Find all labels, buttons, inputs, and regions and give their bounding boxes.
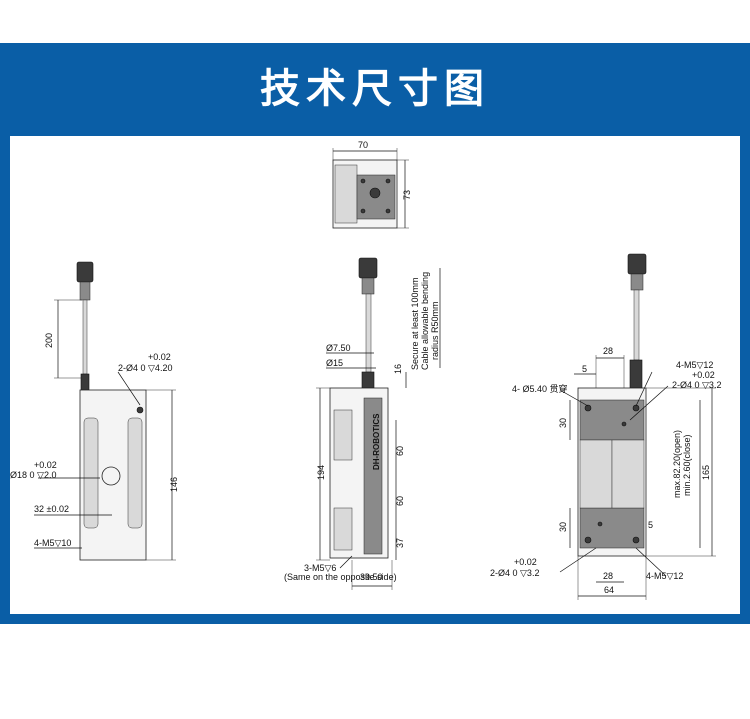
left-cable-len-dim: 200: [44, 333, 54, 348]
mid-note-line1: Secure at least 100mm: [410, 277, 420, 370]
left-cable-gland: [80, 373, 90, 391]
mid-connector-nut: [361, 277, 375, 295]
top-view: [332, 148, 409, 229]
left-connector-nut: [79, 281, 91, 301]
right-view: [559, 253, 716, 600]
right-mid-right: [611, 439, 645, 509]
top-view-hole: [360, 178, 366, 184]
left-hole-tol: +0.02: [148, 352, 171, 362]
right-bot-tol: +0.02: [514, 557, 537, 567]
right-thru-hole: [584, 404, 592, 412]
left-bore-label: Ø18 0 ▽2.0: [10, 470, 56, 480]
mid-cable: [365, 293, 372, 373]
right-top-width: 28: [603, 346, 613, 356]
left-connector: [76, 261, 94, 283]
top-view-hole: [385, 208, 391, 214]
right-pin-hole: [621, 421, 627, 427]
right-height-dim: 165: [701, 465, 711, 480]
mid-length-dim: 194: [316, 465, 326, 480]
mid-end-dim: 37: [395, 538, 405, 548]
middle-view: [316, 257, 441, 590]
top-view-hole: [360, 208, 366, 214]
left-length-dim: 146: [169, 477, 179, 492]
mid-screw-label: 3-M5▽6: [304, 563, 336, 573]
right-pin-hole: [597, 521, 603, 527]
mid-finger-upper: [333, 409, 353, 461]
right-connector: [627, 253, 647, 275]
right-thru-hole: [584, 536, 592, 544]
right-width-dim: 64: [604, 585, 614, 595]
right-stroke-open: max.82.20(open): [672, 430, 682, 498]
right-bot-label: 2-Ø4 0 ▽3.2: [490, 568, 539, 578]
right-thread-bot: 4-M5▽12: [646, 571, 683, 581]
title-banner: 技术尺寸图: [0, 43, 750, 136]
left-bore-tol: +0.02: [34, 460, 57, 470]
right-stroke-close: min.2.60(close): [682, 434, 692, 496]
right-top-offset: 5: [582, 364, 587, 374]
right-cable-gland: [629, 359, 643, 389]
mid-note-line3: radius R50mm: [430, 301, 440, 360]
left-offset-dim: 32 ±0.02: [34, 504, 69, 514]
mid-connector: [358, 257, 378, 279]
right-thru-hole: [632, 404, 640, 412]
left-cable: [82, 299, 88, 375]
right-thru-label: 4- Ø5.40 贯穿: [512, 383, 568, 394]
right-pitch-bot: 30: [558, 522, 568, 532]
top-view-left-block: [334, 164, 358, 224]
mid-note-line2: Cable allowable bending: [420, 272, 430, 370]
left-jaw-slot: [83, 417, 99, 529]
mid-cable-gland: [361, 371, 375, 389]
left-pin-hole: [136, 406, 144, 414]
mid-conn-dia: Ø15: [326, 358, 343, 368]
left-screw-label: 4-M5▽10: [34, 538, 71, 548]
right-side-offset: 5: [648, 520, 653, 530]
mid-width-dim: 39.50: [360, 572, 383, 582]
left-view: [34, 261, 176, 561]
right-hole-tol: +0.02: [692, 370, 715, 380]
left-hole-label: 2-Ø4 0 ▽4.20: [118, 363, 172, 373]
left-jaw-slot: [127, 417, 143, 529]
mid-conn-len: 16: [393, 364, 403, 374]
right-thread-top: 4-M5▽12: [676, 360, 713, 370]
mid-rail: [363, 397, 383, 555]
mid-pitch-b: 60: [395, 496, 405, 506]
mid-finger-lower: [333, 507, 353, 551]
mid-cable-dia: Ø7.50: [326, 343, 351, 353]
right-mid-left: [579, 439, 613, 509]
right-hole-label: 2-Ø4 0 ▽3.2: [672, 380, 721, 390]
right-thru-hole: [632, 536, 640, 544]
right-pitch-top: 30: [558, 418, 568, 428]
top-view-height-dim: 73: [402, 190, 412, 200]
top-view-center-hole: [369, 187, 381, 199]
mid-screw-note: (Same on the opposite side): [284, 572, 397, 582]
top-view-hole: [385, 178, 391, 184]
page-title: 技术尺寸图: [260, 66, 490, 112]
top-view-width-dim: 70: [358, 140, 368, 150]
mid-brand-label: DH-ROBOTICS: [372, 413, 381, 470]
left-center-bore: [101, 466, 121, 486]
right-connector-nut: [630, 273, 644, 291]
right-bot-width: 28: [603, 571, 613, 581]
mid-pitch-a: 60: [395, 446, 405, 456]
right-cable: [633, 289, 640, 361]
